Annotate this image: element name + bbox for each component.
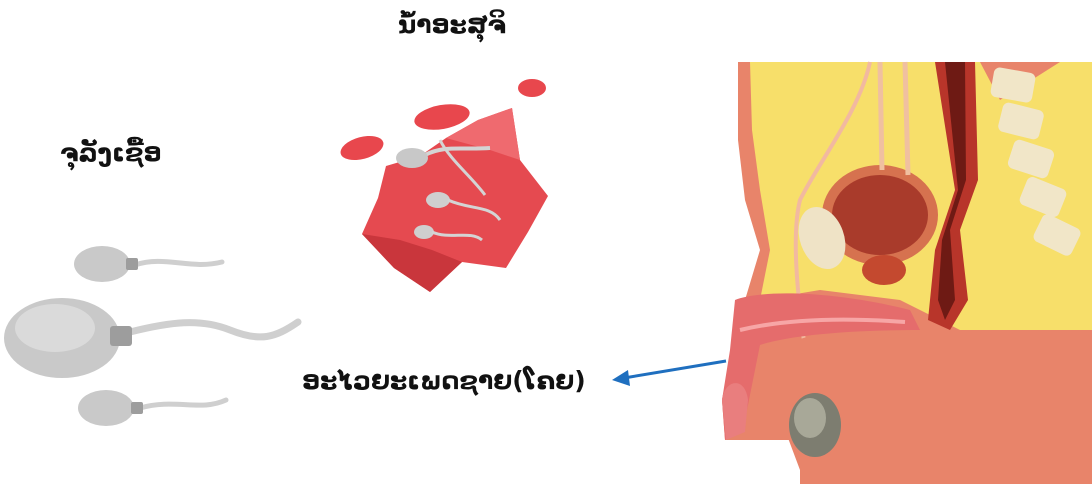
semen-illustration <box>338 79 548 292</box>
sperm-cell-small-top <box>74 246 222 282</box>
label-sperm-cell: ຈຸລັງເຊື້ອ <box>60 138 162 167</box>
sperm-cell-small-bottom <box>78 390 226 426</box>
prostate <box>862 255 906 285</box>
glans <box>722 383 748 440</box>
label-penis: ອະໄວຍະເພດຊາຍ(ໂຄຍ) <box>302 366 586 395</box>
semen-droplet <box>338 132 386 165</box>
male-anatomy-illustration <box>722 62 1092 484</box>
sperm-cells <box>4 246 298 426</box>
sperm-cell-large <box>4 298 298 378</box>
semen-droplet <box>518 79 546 97</box>
pointer-arrow <box>612 361 726 386</box>
label-semen: ນ້ຳອະສຸຈິ <box>398 10 506 39</box>
